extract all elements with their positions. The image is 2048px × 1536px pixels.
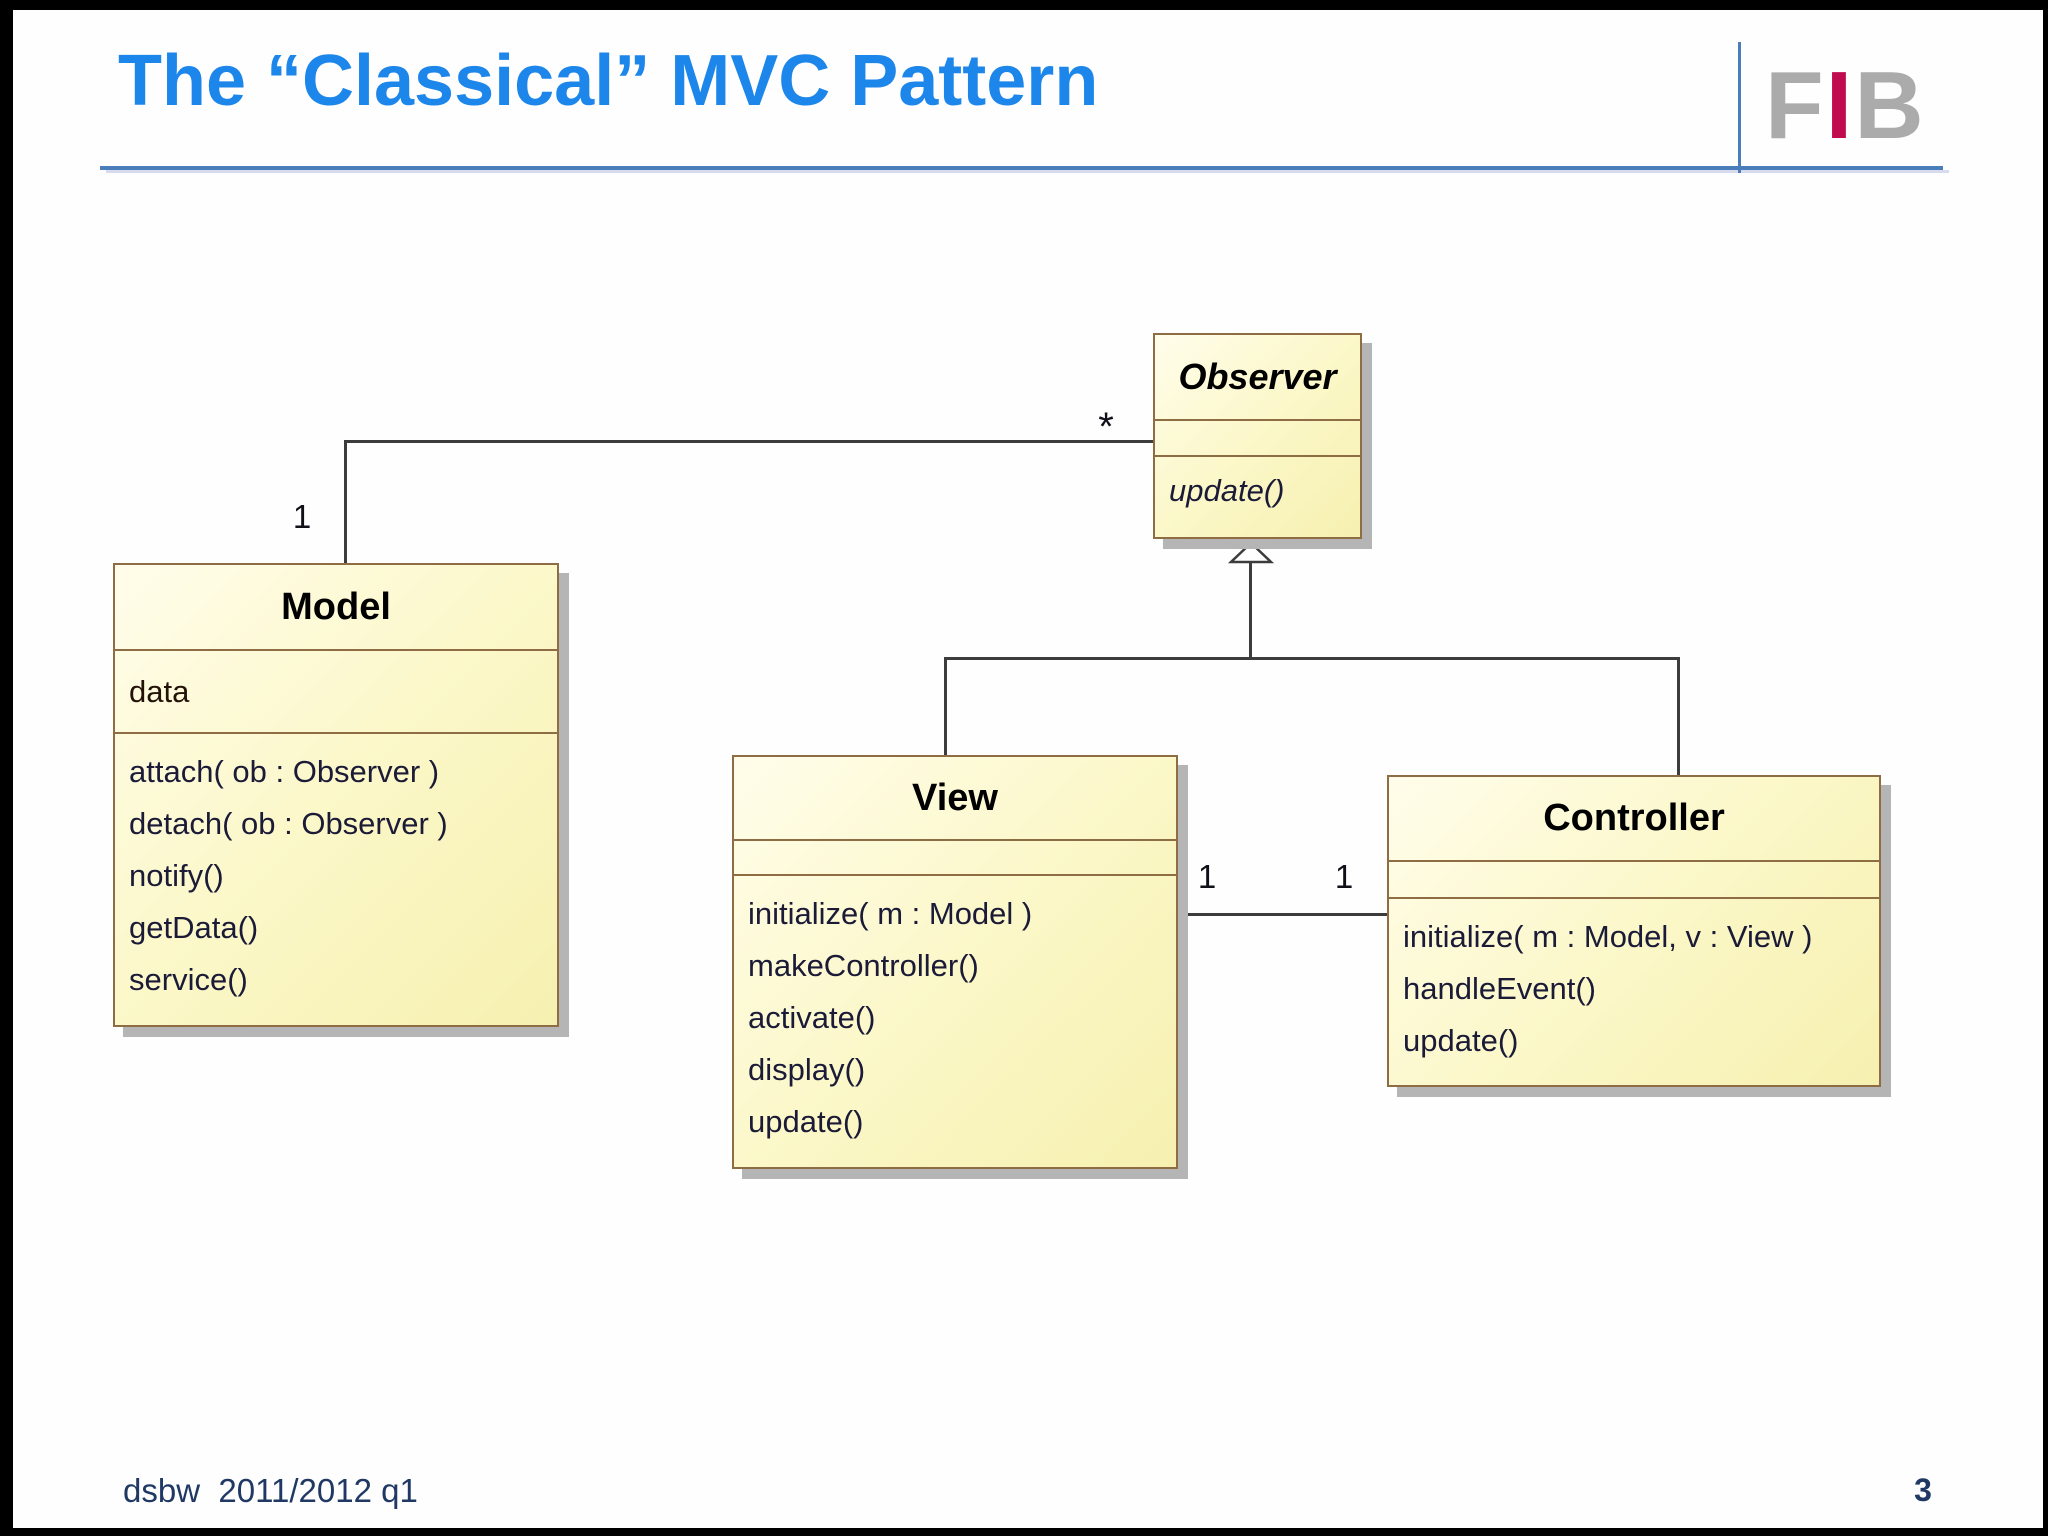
page-number: 3 — [1914, 1472, 1932, 1508]
operation-label: initialize( m : Model ) — [748, 896, 1033, 931]
controller-class: Controller initialize( m : Model, v : Vi… — [1387, 775, 1881, 1087]
attribute-label: data — [129, 673, 190, 709]
generalization-stem-vertical — [1249, 563, 1252, 659]
generalization-view-vertical — [944, 657, 947, 757]
logo-divider-line — [1738, 42, 1741, 173]
model-multiplicity-label: 1 — [292, 498, 312, 535]
model-observer-association-horizontal — [344, 440, 1156, 443]
model-class: Model data attach( ob : Observer ) detac… — [113, 563, 559, 1027]
operation-label: update() — [1403, 1023, 1519, 1058]
operation-label: getData() — [129, 910, 259, 945]
view-class-name: View — [912, 776, 998, 819]
logo-letter-i: I — [1825, 52, 1855, 159]
view-attributes-compartment — [734, 839, 1176, 874]
view-operations-compartment: initialize( m : Model ) makeController()… — [734, 874, 1176, 1167]
operation-label: notify() — [129, 858, 224, 893]
logo-letter-f: F — [1765, 52, 1826, 159]
title-rule — [100, 166, 1943, 170]
observer-operations-compartment: update() — [1155, 455, 1360, 537]
footer-course-label: dsbw 2011/2012 q1 — [123, 1472, 418, 1509]
generalization-cross-horizontal — [944, 657, 1680, 660]
operation-label: service() — [129, 962, 248, 997]
view-multiplicity-label: 1 — [1197, 858, 1217, 895]
logo-letter-b: B — [1854, 52, 1926, 159]
observer-attributes-compartment — [1155, 419, 1360, 455]
operation-label: attach( ob : Observer ) — [129, 754, 440, 789]
generalization-arrow-icon — [1228, 541, 1274, 564]
operation-label: update() — [1169, 473, 1285, 508]
view-class: View initialize( m : Model ) makeControl… — [732, 755, 1178, 1169]
fib-logo: FIB — [1765, 58, 1926, 154]
slide: The “Classical” MVC Pattern FIB 1 * 1 1 … — [13, 10, 2043, 1528]
operation-label: activate() — [748, 1000, 876, 1035]
view-controller-association — [1177, 913, 1389, 916]
title-rule-shadow — [106, 170, 1949, 173]
page-title: The “Classical” MVC Pattern — [118, 41, 1099, 121]
observer-class: Observer update() — [1153, 333, 1362, 539]
controller-attributes-compartment — [1389, 860, 1879, 897]
operation-label: detach( ob : Observer ) — [129, 806, 448, 841]
observer-multiplicity-label: * — [1098, 405, 1114, 449]
model-observer-association-vertical — [344, 440, 347, 563]
operation-label: display() — [748, 1052, 866, 1087]
controller-multiplicity-label: 1 — [1334, 858, 1354, 895]
observer-class-name: Observer — [1178, 356, 1337, 397]
model-class-name: Model — [281, 585, 391, 628]
operation-label: makeController() — [748, 948, 979, 983]
controller-class-name: Controller — [1543, 797, 1725, 839]
controller-operations-compartment: initialize( m : Model, v : View ) handle… — [1389, 897, 1879, 1085]
operation-label: update() — [748, 1104, 864, 1139]
operation-label: handleEvent() — [1403, 971, 1597, 1006]
model-operations-compartment: attach( ob : Observer ) detach( ob : Obs… — [115, 732, 557, 1025]
operation-label: initialize( m : Model, v : View ) — [1403, 919, 1813, 954]
model-attributes-compartment: data — [115, 649, 557, 732]
generalization-controller-vertical — [1677, 657, 1680, 777]
